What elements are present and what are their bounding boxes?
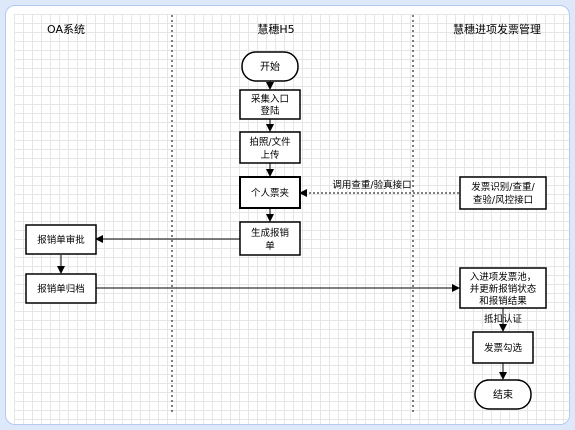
node-generate-claim (239, 221, 301, 256)
node-invoice-pool-line3: 和报销结果 (479, 295, 527, 307)
node-end (474, 379, 532, 410)
node-invoice-pool-line2: 并更新报销状态 (470, 283, 537, 295)
edge-label-api-call: 调用查重/验真接口 (332, 179, 411, 191)
node-generate-claim-line2: 单 (265, 240, 275, 252)
node-photo-upload-line1: 拍照/文件 (249, 136, 291, 148)
lane-title-invoice: 慧穗进项发票管理 (453, 22, 541, 36)
node-invoice-pool-line1: 入进项发票池， (470, 271, 537, 283)
node-collect-entry-line2: 登陆 (260, 105, 280, 117)
node-collect-entry-line1: 采集入口 (251, 93, 289, 105)
node-generate-claim-line1: 生成报销 (251, 227, 290, 239)
node-invoice-select (472, 331, 534, 364)
node-start (241, 51, 299, 82)
node-claim-approval (25, 224, 97, 255)
node-invoice-recognition-line1: 发票识别/查重/ (471, 181, 535, 193)
lane-title-h5: 慧穗H5 (257, 22, 294, 36)
node-claim-archive (25, 273, 97, 304)
node-start-label: 开始 (260, 60, 280, 73)
node-claim-archive-label: 报销单归档 (37, 283, 85, 295)
lane-title-oa: OA系统 (47, 23, 85, 36)
node-photo-upload-line2: 上传 (260, 149, 280, 161)
node-invoice-recognition-line2: 查验/风控接口 (473, 194, 533, 206)
node-collect-entry (239, 89, 301, 120)
node-ticket-folder-label: 个人票夹 (251, 187, 290, 199)
edge-label-deduct: 抵扣认证 (484, 313, 523, 325)
node-invoice-select-label: 发票勾选 (484, 342, 523, 354)
node-end-label: 结束 (493, 388, 513, 401)
node-invoice-recognition (459, 176, 547, 210)
node-claim-approval-label: 报销单审批 (37, 234, 85, 246)
node-photo-upload (239, 131, 301, 164)
node-invoice-pool (459, 267, 547, 309)
node-ticket-folder (239, 176, 301, 209)
